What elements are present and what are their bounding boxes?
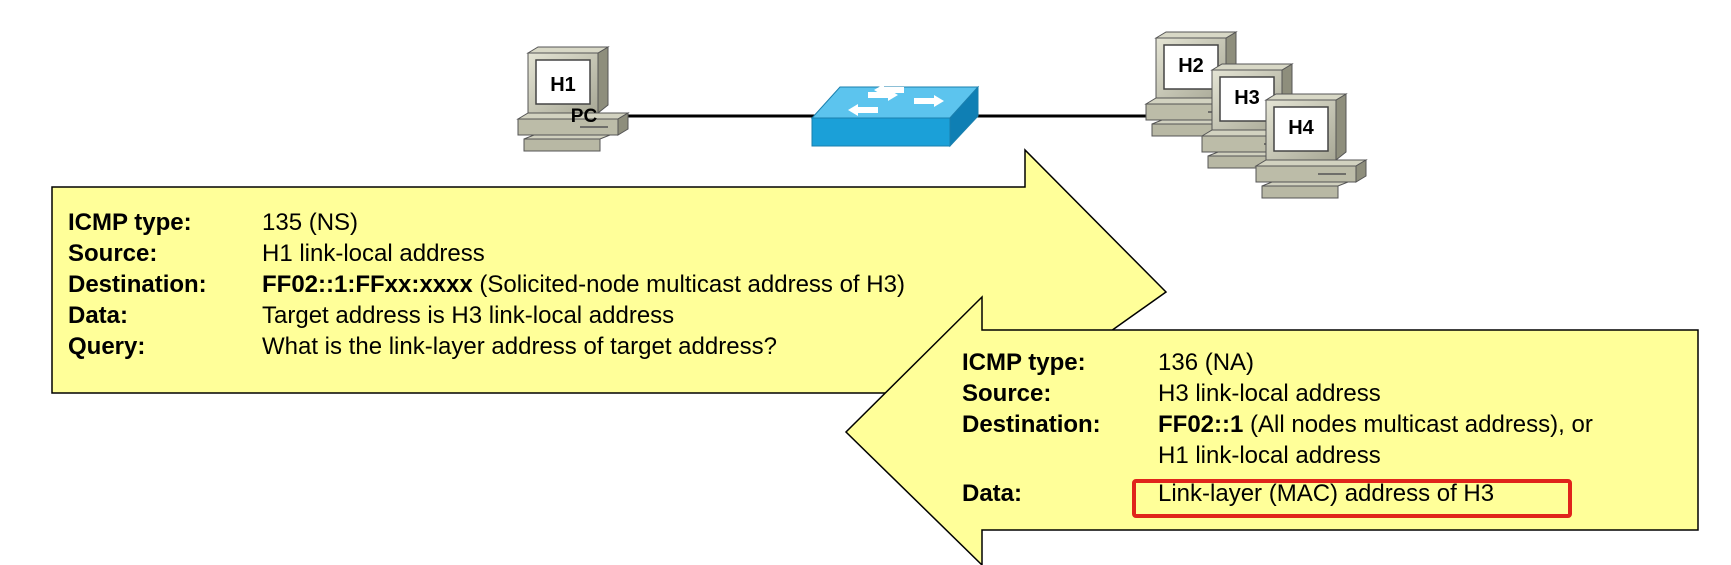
na-destination-address: FF02::1 (1158, 411, 1244, 438)
na-row-data: Data: Link-layer (MAC) address of H3 (962, 478, 1593, 509)
mac-address-highlight-box (1132, 479, 1572, 518)
ns-query-key: Query: (68, 333, 146, 360)
na-data-value: Link-layer (MAC) address of H3 (1158, 480, 1495, 507)
host-h1: H1 PC (517, 46, 629, 152)
na-row-destination: Destination: FF02::1 (All nodes multicas… (962, 409, 1593, 471)
host-h1-label: H1 (550, 74, 576, 96)
ns-data-key: Data: (68, 302, 129, 329)
host-h2-label: H2 (1178, 55, 1204, 77)
ns-destination-note: (Solicited-node multicast address of H3) (472, 271, 905, 298)
ns-destination-address: FF02::1:FFxx:xxxx (262, 271, 473, 298)
ns-row-icmp-type: ICMP type: 135 (NS) (68, 207, 905, 238)
ns-message: ICMP type: 135 (NS) Source: H1 link-loca… (68, 207, 905, 362)
na-message: ICMP type: 136 (NA) Source: H3 link-loca… (962, 347, 1593, 509)
na-arrow (844, 295, 1699, 565)
na-row-icmp-type: ICMP type: 136 (NA) (962, 347, 1593, 378)
host-h4: H4 (1255, 93, 1367, 199)
ns-row-source: Source: H1 link-local address (68, 238, 905, 269)
ns-source-key: Source: (68, 240, 158, 267)
host-h1-type-label: PC (571, 106, 598, 127)
ns-row-destination: Destination: FF02::1:FFxx:xxxx (Solicite… (68, 269, 905, 300)
na-destination-key: Destination: (962, 411, 1101, 438)
host-h3: H3 (1201, 63, 1313, 169)
ns-row-query: Query: What is the link-layer address of… (68, 331, 905, 362)
na-source-value: H3 link-local address (1158, 380, 1381, 407)
switch-icon (810, 84, 980, 148)
host-h2: H2 (1145, 31, 1257, 137)
host-h4-label: H4 (1288, 117, 1314, 139)
ns-data-value: Target address is H3 link-local address (262, 302, 675, 329)
na-icmp-type-value: 136 (NA) (1158, 349, 1255, 376)
na-data-key: Data: (962, 480, 1023, 507)
na-icmp-type-key: ICMP type: (962, 349, 1086, 376)
ns-row-data: Data: Target address is H3 link-local ad… (68, 300, 905, 331)
ns-source-value: H1 link-local address (262, 240, 485, 267)
ns-icmp-type-value: 135 (NS) (262, 209, 359, 236)
na-row-source: Source: H3 link-local address (962, 378, 1593, 409)
na-destination-note: (All nodes multicast address), or (1243, 411, 1593, 438)
na-destination-alt: H1 link-local address (1158, 442, 1381, 469)
na-source-key: Source: (962, 380, 1052, 407)
ns-icmp-type-key: ICMP type: (68, 209, 192, 236)
ns-query-value: What is the link-layer address of target… (262, 333, 777, 360)
ns-destination-key: Destination: (68, 271, 207, 298)
host-h3-label: H3 (1234, 87, 1260, 109)
